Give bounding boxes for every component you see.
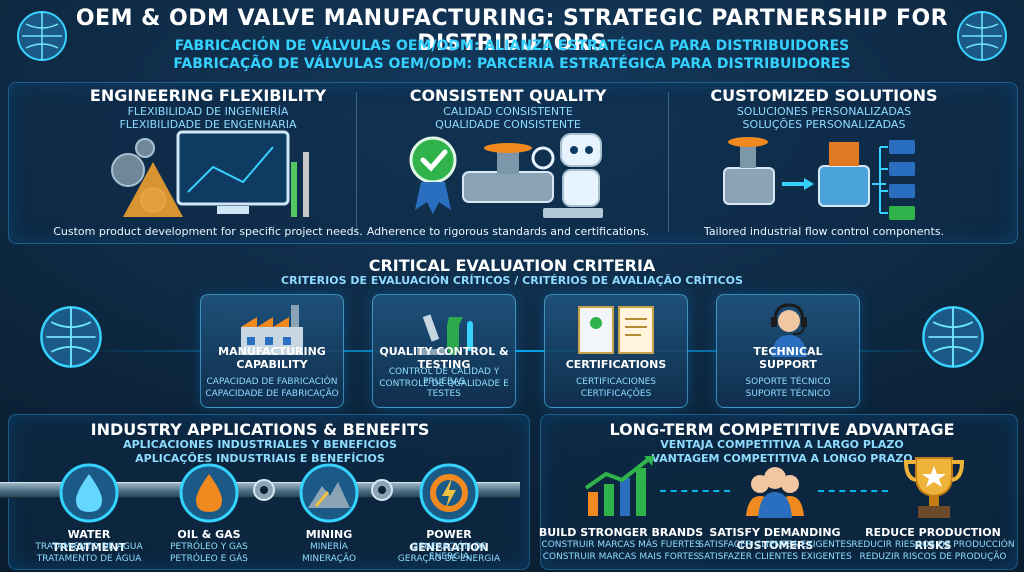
criteria-card-support: TECHNICAL SUPPORT SOPORTE TÉCNICO SUPORT… [716,294,860,408]
trophy-icon [903,457,965,518]
criteria-title: CERTIFICATIONS [565,358,667,371]
page-subtitle-es: FABRICACIÓN DE VÁLVULAS OEM/ODM: ALIANZA… [174,38,850,54]
advantage-customers: SATISFY DEMANDING CUSTOMERS SATISFACER C… [690,452,860,572]
criteria-es: CONTROL DE CALIDAD Y PRUEBAS [388,367,500,387]
microscope-icon [417,314,473,355]
certificate-icon [578,306,654,354]
industry-es: PETRÓLEO Y GAS [170,542,248,552]
divider [356,92,357,232]
page-title: OEM & ODM VALVE MANUFACTURING: STRATEGIC… [75,6,949,56]
advantage-es: CONSTRUIR MARCAS MÁS FUERTES [541,540,701,550]
feature-title: CONSISTENT QUALITY [409,86,607,105]
factory-icon [241,305,303,355]
criteria-title: TECHNICAL SUPPORT [753,345,823,371]
feature-title-pt: SOLUÇÕES PERSONALIZADAS [742,118,906,131]
industries-title-es: APLICACIONES INDUSTRIALES Y BENEFICIOS [123,438,397,451]
industry-pt: PETRÓLEO E GÁS [170,554,248,564]
feature-description: Custom product development for specific … [53,225,363,238]
oil-drop-icon [179,463,239,523]
advantage-pt: SATISFAZER CLIENTES EXIGENTES [698,552,852,562]
criteria-pt: SUPORTE TÉCNICO [745,389,831,399]
advantage-es: REDUCIR RIESGOS DE PRODUCCIÓN [851,540,1015,550]
criteria-es: CAPACIDAD DE FABRICACIÓN [206,377,338,387]
feature-description: Adherence to rigorous standards and cert… [366,225,650,238]
gear-icon [371,479,393,501]
criteria-subtitle: CRITERIOS DE EVALUACIÓN CRÍTICOS / CRITÉ… [281,274,743,287]
industry-pt: GERAÇÃO DE ENERGIA [397,554,501,564]
advantage-name: SATISFY DEMANDING CUSTOMERS [709,526,841,552]
advantage-pt: CONSTRUIR MARCAS MAIS FORTES [542,552,700,562]
globe-icon [957,11,1007,61]
feature-title-es: CALIDAD CONSISTENTE [443,105,573,118]
globe-icon [40,306,102,368]
headset-icon [771,303,807,357]
globe-icon [17,11,67,61]
advantage-name: BUILD STRONGER BRANDS [538,526,704,539]
criteria-pt: CAPACIDADE DE FABRICAÇÃO [205,389,339,399]
gears-monitor-icon [111,130,309,217]
criteria-title: MANUFACTURING CAPABILITY [218,345,326,371]
feature-consistent-quality: CONSISTENT QUALITY CALIDAD CONSISTENTE Q… [348,86,668,246]
criteria-title: QUALITY CONTROL & TESTING [379,345,509,371]
flow-arrow [660,490,730,494]
industries-title: INDUSTRY APPLICATIONS & BENEFITS [90,420,430,439]
people-icon [746,467,804,518]
industry-es: GENERACIÓN DE ENERGÍA [411,542,487,562]
robot-valve-icon [409,133,603,218]
divider [668,92,669,232]
industries-section: INDUSTRY APPLICATIONS & BENEFITS APLICAC… [0,416,520,572]
industry-mining: MINING MINERÍA MINERAÇÃO [274,460,384,570]
advantage-title-pt: VANTAGEM COMPETITIVA A LONGO PRAZO [651,452,913,465]
advantage-title: LONG-TERM COMPETITIVE ADVANTAGE [609,420,955,439]
advantage-pt: REDUZIR RISCOS DE PRODUÇÃO [859,552,1007,562]
chart-up-icon [584,456,654,516]
criteria-pt: CERTIFICAÇÕES [580,389,652,399]
feature-title-pt: QUALIDADE CONSISTENTE [435,118,581,131]
advantage-section: LONG-TERM COMPETITIVE ADVANTAGE VENTAJA … [540,416,1024,572]
industry-es: TRATAMIENTO DE AGUA [35,542,143,552]
power-gear-icon [419,463,479,523]
criteria-card-certifications: CERTIFICATIONS CERTIFICACIONES CERTIFICA… [544,294,688,408]
industry-name: MINING [305,528,353,541]
feature-title-es: FLEXIBILIDAD DE INGENIERÍA [127,105,289,118]
criteria-card-quality: QUALITY CONTROL & TESTING CONTROL DE CAL… [372,294,516,408]
industry-pt: TRATAMENTO DE ÁGUA [36,554,142,564]
industry-oil-gas: OIL & GAS PETRÓLEO Y GAS PETRÓLEO E GÁS [154,460,264,570]
advantage-title-es: VENTAJA COMPETITIVA A LARGO PLAZO [660,438,904,451]
globe-icon [922,306,984,368]
advantage-risk: REDUCE PRODUCTION RISKS REDUCIR RIESGOS … [848,452,1018,572]
mountain-icon [299,463,359,523]
feature-customized-solutions: CUSTOMIZED SOLUTIONS SOLUCIONES PERSONAL… [664,86,984,246]
industry-water-treatment: WATER TREATMENT TRATAMIENTO DE AGUA TRAT… [34,460,144,570]
feature-title-es: SOLUCIONES PERSONALIZADAS [736,105,912,118]
criteria-es: SOPORTE TÉCNICO [745,377,831,387]
feature-title: CUSTOMIZED SOLUTIONS [710,86,938,105]
advantage-brands: BUILD STRONGER BRANDS CONSTRUIR MARCAS M… [536,452,706,572]
feature-engineering-flexibility: ENGINEERING FLEXIBILITY FLEXIBILIDAD DE … [48,86,368,246]
feature-title: ENGINEERING FLEXIBILITY [89,86,327,105]
industry-pt: MINERAÇÃO [301,554,357,564]
advantage-es: SATISFACER CLIENTES EXIGENTES [698,540,852,550]
page-subtitle-pt: FABRICAÇÃO DE VÁLVULAS OEM/ODM: PARCERIA… [173,56,851,72]
flow-arrow [818,490,888,494]
criteria-card-manufacturing: MANUFACTURING CAPABILITY CAPACIDAD DE FA… [200,294,344,408]
criteria-es: CERTIFICACIONES [576,377,656,387]
industry-name: POWER GENERATION [409,528,489,554]
valves-flow-icon [723,137,915,220]
industry-name: OIL & GAS [177,528,241,541]
feature-title-pt: FLEXIBILIDADE DE ENGENHARIA [119,118,297,131]
criteria-pt: CONTROLE DE QUALIDADE E TESTES [379,379,509,399]
criteria-title: CRITICAL EVALUATION CRITERIA [368,256,656,275]
water-drop-icon [59,463,119,523]
gear-icon [253,479,275,501]
advantage-name: REDUCE PRODUCTION RISKS [865,526,1001,552]
industry-es: MINERÍA [310,542,348,552]
industries-title-pt: APLICAÇÕES INDUSTRIAIS E BENEFÍCIOS [135,452,385,465]
feature-description: Tailored industrial flow control compone… [703,225,945,238]
industry-name: WATER TREATMENT [52,528,126,554]
industry-power-generation: POWER GENERATION GENERACIÓN DE ENERGÍA G… [394,460,504,570]
